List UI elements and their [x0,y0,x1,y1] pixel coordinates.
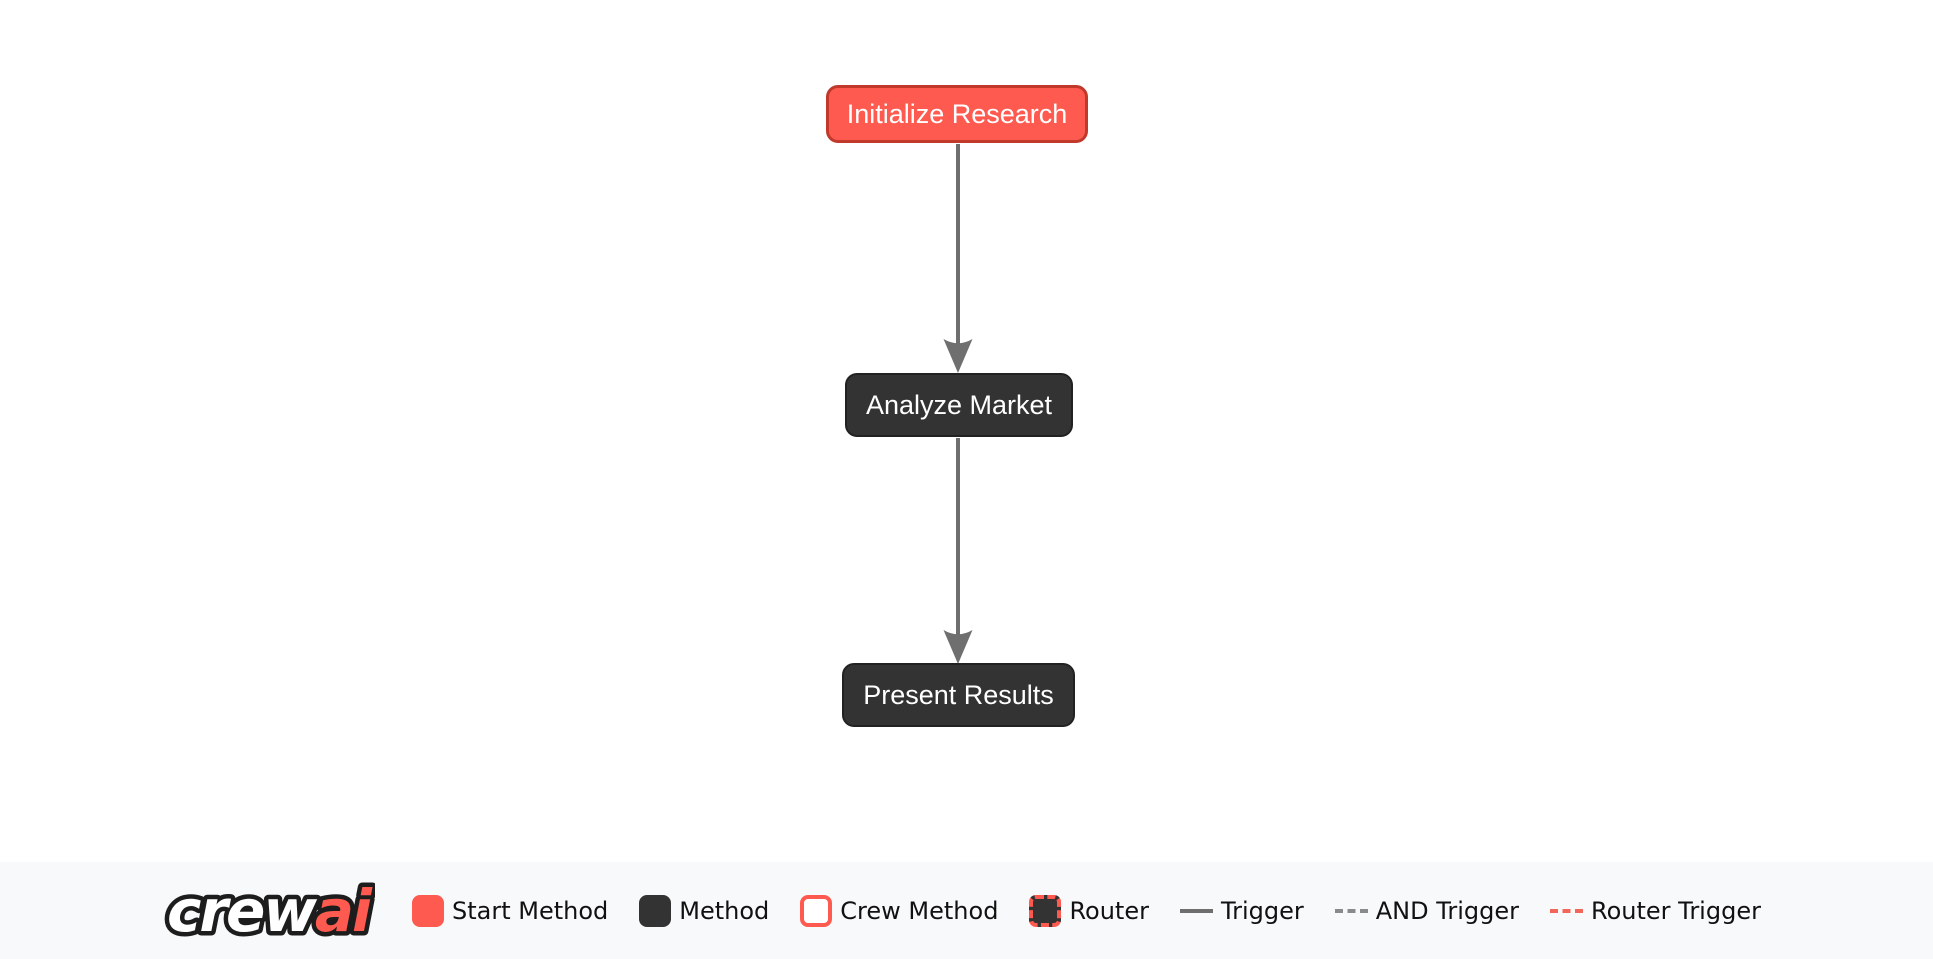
flow-canvas[interactable]: Initialize Research Analyze Market Prese… [0,0,1933,862]
legend-item-trigger: Trigger [1179,896,1304,925]
legend-item-router: Router [1029,894,1149,927]
trigger-line-swatch [1179,908,1213,913]
svg-text:crewai: crewai [167,877,373,945]
legend-label: Crew Method [840,896,999,925]
logo-text-ai: ai [315,877,373,945]
flow-node-analyze-market[interactable]: Analyze Market [845,373,1073,437]
legend-label: AND Trigger [1375,896,1520,925]
legend-item-start-method: Start Method [412,894,609,927]
legend-bar: crewai Start Method Method Crew Method R… [0,862,1933,959]
legend-item-crew-method: Crew Method [800,894,999,927]
legend-label: Start Method [452,896,609,925]
legend-item-method: Method [639,894,770,927]
flow-node-present-results[interactable]: Present Results [842,663,1075,727]
arrowhead-icon [943,630,973,664]
router-trigger-line-swatch [1550,908,1584,913]
crew-method-swatch [800,894,833,927]
crewai-logo: crewai [163,875,375,947]
router-swatch [1029,894,1062,927]
legend-item-and-trigger: AND Trigger [1334,896,1520,925]
node-label: Present Results [863,679,1054,710]
start-method-swatch [412,894,444,927]
and-trigger-line-swatch [1334,908,1368,913]
legend-label: Router [1069,896,1149,925]
logo-text-crew: crew [167,877,317,945]
trigger-edge-initialize-to-analyze [943,144,973,373]
legend-label: Method [679,896,770,925]
method-swatch [639,894,672,927]
trigger-edge-analyze-to-present [943,438,973,664]
legend-item-router-trigger: Router Trigger [1550,897,1761,925]
arrowhead-icon [943,339,973,373]
flow-node-initialize-research[interactable]: Initialize Research [826,85,1088,143]
legend-label: Router Trigger [1591,896,1761,925]
node-label: Analyze Market [865,389,1053,420]
node-label: Initialize Research [846,98,1068,129]
legend-label: Trigger [1220,896,1304,925]
